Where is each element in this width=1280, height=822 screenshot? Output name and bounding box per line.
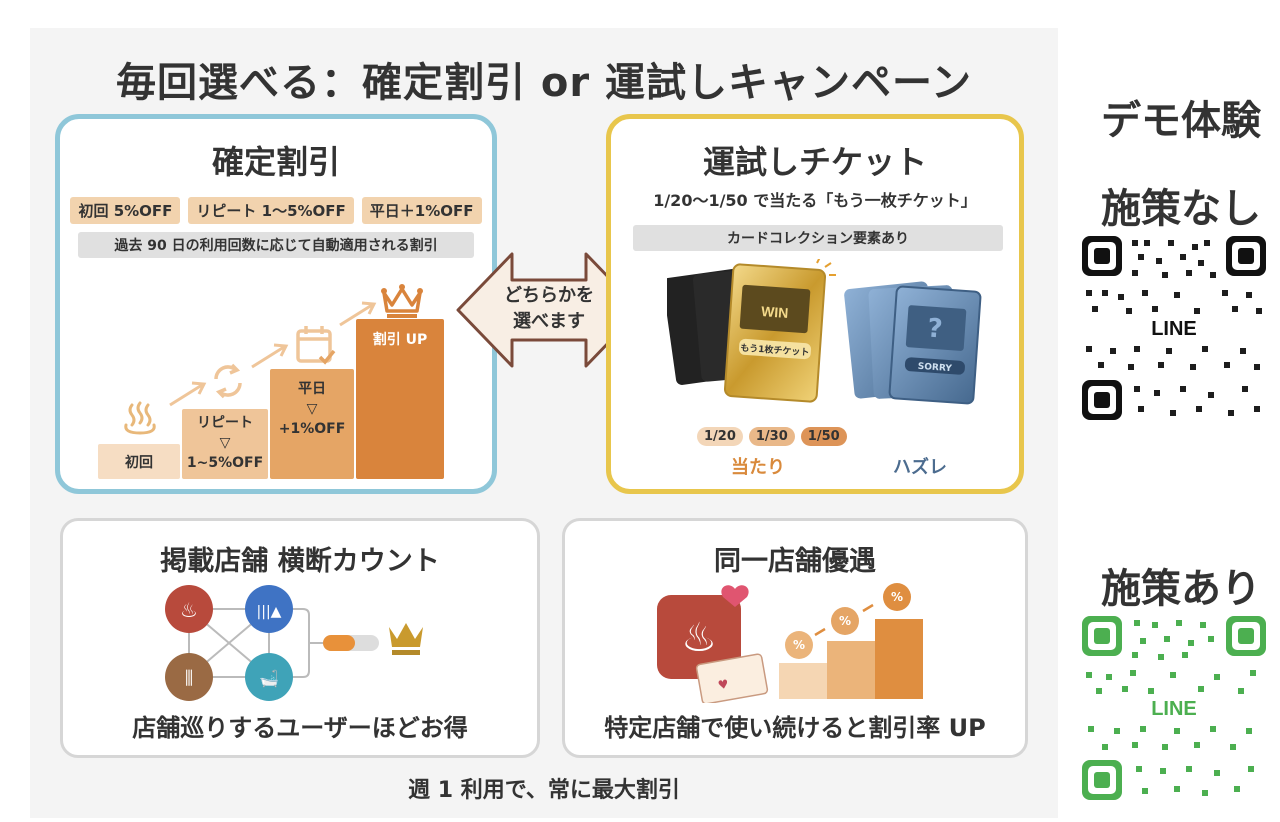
- svg-text:LINE: LINE: [1151, 318, 1197, 340]
- qr-code-no-measure[interactable]: LINE: [1082, 236, 1266, 420]
- luck-ticket-subtitle: 1/20〜1/50 で当たる「もう一枚チケット」: [653, 191, 977, 210]
- fixed-discount-title: 確定割引: [211, 143, 340, 181]
- lose-card-stack: ? SORRY: [844, 281, 982, 405]
- win-card: WIN もう1枚チケット: [723, 259, 836, 403]
- heart-icon: [721, 585, 749, 607]
- onsen-icon: [124, 401, 156, 435]
- bar-high: [875, 619, 923, 699]
- crown-icon: [381, 284, 423, 318]
- bath-store-icon: [245, 653, 293, 701]
- svg-text:SORRY: SORRY: [917, 362, 952, 374]
- chip-repeat: リピート 1〜5%OFF: [188, 197, 354, 224]
- svg-text:⫼: ⫼: [185, 668, 193, 689]
- choice-label: どちらかを 選べます: [504, 285, 594, 332]
- step-first: 初回: [98, 444, 180, 479]
- svg-text:%: %: [839, 614, 851, 628]
- same-store-card: 同一店舗優遇 ♨ ♥ % % % 特定店舗で使い続けると割引率 UP: [562, 518, 1028, 758]
- arrow-up-right-icon: [169, 381, 207, 407]
- member-card-icon: [695, 653, 769, 703]
- bar-low: [779, 663, 827, 699]
- bar-mid: [827, 641, 875, 699]
- step-repeat: リピート ▽ 1~5%OFF: [182, 409, 268, 479]
- calendar-check-icon: [296, 326, 336, 365]
- no-measure-label: 施策なし: [1101, 186, 1261, 232]
- step-discount-up: 割引 UP: [356, 319, 444, 479]
- svg-text:♨: ♨: [180, 598, 198, 622]
- campaign-panel: 毎回選べる：確定割引 or 運試しキャンペーン 確定割引 初回 5%OFF リピ…: [30, 28, 1058, 818]
- odds-badge: 1/20: [697, 427, 743, 446]
- discount-chips: 初回 5%OFF リピート 1〜5%OFF 平日＋1%OFF: [60, 197, 492, 224]
- fixed-discount-note: 過去 90 日の利用回数に応じて自動適用される割引: [78, 232, 474, 258]
- arrow-up-right-icon: [251, 343, 289, 369]
- card-collection-illustration: WIN もう1枚チケット ? SORRY: [667, 259, 982, 405]
- cross-store-card: 掲載店舗 横断カウント ♨ |||▲ ⫼ 🛁 店舗巡りするユーザーほどお得: [60, 518, 540, 758]
- step-weekday: 平日 ▽ +1%OFF: [270, 369, 354, 479]
- page-title: 毎回選べる：確定割引 or 運試しキャンペーン: [115, 60, 973, 106]
- with-measure-label: 施策あり: [1101, 566, 1261, 612]
- fixed-discount-card: 確定割引 初回 5%OFF リピート 1〜5%OFF 平日＋1%OFF 過去 9…: [55, 114, 497, 494]
- luck-ticket-note: カードコレクション要素あり: [633, 225, 1003, 251]
- cross-store-title: 掲載店舗 横断カウント: [160, 546, 440, 577]
- loyalty-illustration: ♨ ♥ % % %: [657, 583, 923, 703]
- arrow-up-right-icon: [339, 301, 377, 327]
- cross-store-footer: 店舗巡りするユーザーほどお得: [132, 714, 468, 742]
- luck-ticket-title: 運試しチケット: [702, 143, 927, 181]
- svg-text:♨: ♨: [681, 615, 717, 661]
- svg-text:%: %: [793, 638, 805, 652]
- odds-badge: 1/50: [800, 427, 847, 446]
- win-label: 当たり: [731, 457, 785, 478]
- svg-text:%: %: [891, 590, 903, 604]
- chip-first-visit: 初回 5%OFF: [70, 197, 181, 224]
- demo-label: デモ体験: [1101, 98, 1261, 144]
- chip-weekday: 平日＋1%OFF: [361, 197, 482, 224]
- odds-badges: 1/20 1/30 1/50: [697, 427, 847, 446]
- discount-stairs: 初回 リピート ▽ 1~5%OFF 平日 ▽ +1%OFF 割引 UP: [98, 279, 458, 479]
- repeat-icon: [214, 363, 242, 399]
- lose-label: ハズレ: [893, 457, 947, 478]
- svg-text:🛁: 🛁: [259, 669, 279, 688]
- svg-text:♥: ♥: [717, 677, 730, 693]
- sauna-store-icon: [245, 585, 293, 633]
- store-network-illustration: ♨ |||▲ ⫼ 🛁: [165, 585, 423, 701]
- luck-ticket-card: 運試しチケット 1/20〜1/50 で当たる「もう一枚チケット」 カードコレクシ…: [606, 114, 1024, 494]
- gold-crown-icon: [389, 623, 423, 655]
- svg-text:WIN: WIN: [761, 303, 789, 321]
- odds-badge: 1/30: [748, 427, 795, 446]
- qr-code-with-measure[interactable]: LINE: [1082, 616, 1266, 800]
- svg-text:LINE: LINE: [1151, 698, 1197, 720]
- onsen-app-icon: [657, 595, 741, 679]
- footer-note: 週 1 利用で、常に最大割引: [408, 778, 680, 803]
- svg-text:?: ?: [926, 314, 943, 345]
- onsen-store-icon: [165, 585, 213, 633]
- pool-store-icon: [165, 653, 213, 701]
- svg-text:|||▲: |||▲: [257, 604, 282, 620]
- same-store-title: 同一店舗優遇: [714, 546, 876, 577]
- same-store-footer: 特定店舗で使い続けると割引率 UP: [604, 714, 986, 742]
